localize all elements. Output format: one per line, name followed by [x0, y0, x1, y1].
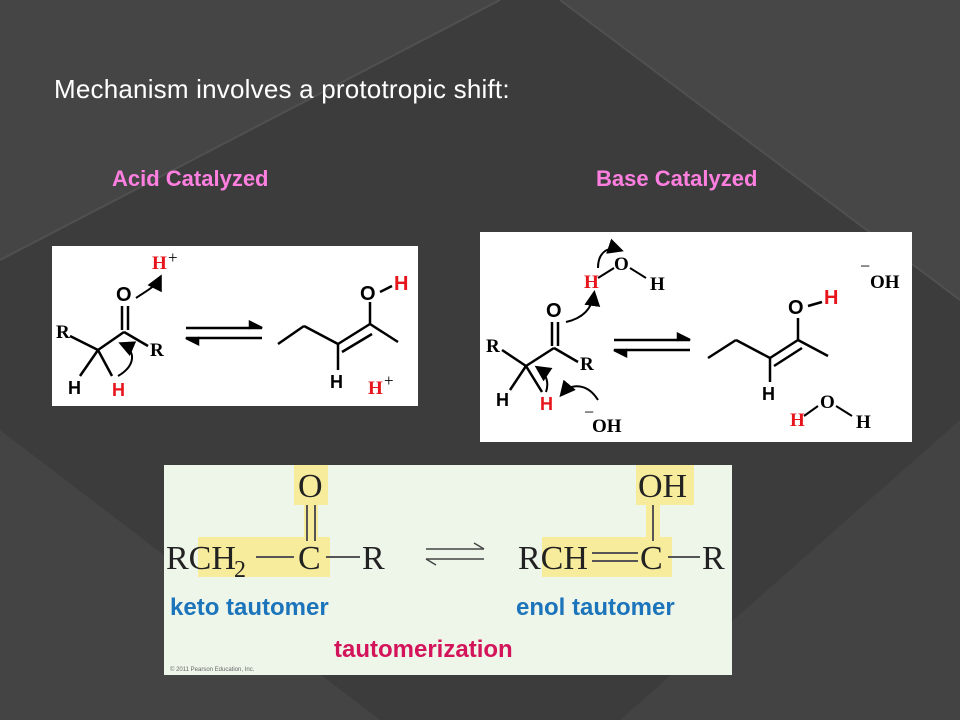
enol-highlight-oh	[636, 465, 694, 505]
base-hydroxide-2-minus: −	[860, 256, 870, 276]
base-enol-oh-bond	[807, 300, 823, 308]
enol-oh: OH	[638, 468, 687, 505]
base-water-2-h-red: H	[790, 410, 805, 431]
base-mechanism-panel: H O H O R R H H − OH	[480, 232, 912, 442]
base-water-2-bond-1	[803, 405, 819, 417]
keto-subscript: 2	[234, 557, 246, 583]
base-water-bond-1	[597, 267, 615, 279]
base-hydroxide: OH	[592, 416, 622, 437]
acid-alpha-h: H	[68, 378, 81, 398]
acid-mechanism-panel: O H + R R H H O H H H +	[52, 246, 418, 406]
base-water-2-bond-2	[835, 405, 853, 417]
acid-plus-2: +	[384, 371, 394, 390]
keto-skeleton	[69, 306, 149, 377]
base-arrow-hydroxide-attack	[559, 379, 599, 401]
keto-c: C	[298, 540, 321, 577]
base-water-2-o: O	[820, 392, 835, 413]
copyright-text: © 2011 Pearson Education, Inc.	[170, 666, 255, 673]
acid-plus: +	[168, 248, 178, 267]
keto-rch: RCH	[166, 540, 236, 577]
base-enol-h: H	[824, 287, 838, 309]
base-catalyzed-label: Base Catalyzed	[596, 166, 758, 191]
base-r2: R	[580, 354, 594, 375]
base-water-2-h: H	[856, 412, 871, 433]
enol-r: R	[702, 540, 725, 577]
acid-enol-o: O	[360, 283, 376, 305]
acid-arrow-protonation	[135, 274, 162, 299]
base-arrow-water-cleave	[597, 238, 624, 269]
keto-o: O	[298, 468, 323, 505]
tautomerization-diagram: O RCH 2 C R OH RCH C R keto tautomer eno…	[166, 465, 725, 673]
slide-title: Mechanism involves a prototropic shift:	[54, 74, 510, 104]
base-carbonyl-o: O	[546, 300, 562, 322]
enol-tautomer-label: enol tautomer	[516, 594, 675, 621]
acid-arrow-deprotonation	[117, 341, 137, 377]
base-alpha-h-red: H	[540, 394, 553, 414]
keto-highlight-o	[294, 465, 328, 505]
acid-enol-oh-bond	[379, 284, 393, 294]
acid-r2: R	[150, 340, 164, 361]
enol-highlight-chain	[542, 537, 672, 577]
base-r1: R	[486, 336, 500, 357]
acid-enol-h: H	[394, 273, 408, 295]
acid-carbonyl-o: O	[116, 284, 132, 306]
acid-equilibrium-arrows	[185, 319, 263, 347]
base-enol-vinyl-h: H	[762, 384, 775, 404]
base-enol-skeleton	[707, 318, 829, 382]
acid-regenerated-hplus: H	[368, 378, 383, 399]
acid-alpha-h-red: H	[112, 380, 125, 400]
base-enol-o: O	[788, 297, 804, 319]
base-water-bond-2	[629, 267, 647, 279]
enol-c: C	[640, 540, 663, 577]
base-mechanism-diagram: H O H O R R H H − OH	[486, 238, 900, 437]
base-water-o: O	[614, 254, 629, 275]
base-keto-skeleton	[501, 322, 579, 393]
acid-enol-skeleton	[277, 302, 399, 370]
enol-rch: RCH	[518, 540, 588, 577]
base-arrow-c-h-cleave	[534, 365, 553, 393]
base-arrow-protonation	[565, 290, 601, 323]
base-water-h: H	[650, 274, 665, 295]
acid-enol-vinyl-h: H	[330, 372, 343, 392]
tautomerization-label: tautomerization	[334, 636, 513, 663]
acid-r1: R	[56, 322, 70, 343]
tautomer-equilibrium-arrows	[425, 542, 485, 566]
tautomerization-panel: O RCH 2 C R OH RCH C R keto tautomer eno…	[164, 465, 732, 675]
acid-catalyzed-label: Acid Catalyzed	[112, 166, 269, 191]
base-water-h-red: H	[584, 272, 599, 293]
base-equilibrium-arrows	[613, 331, 691, 359]
base-alpha-h: H	[496, 390, 509, 410]
acid-mechanism-diagram: O H + R R H H O H H H +	[56, 248, 408, 400]
keto-tautomer-label: keto tautomer	[170, 594, 329, 621]
base-hydroxide-minus: −	[584, 402, 594, 422]
keto-r: R	[362, 540, 385, 577]
acid-hplus: H	[152, 253, 167, 274]
base-hydroxide-2: OH	[870, 272, 900, 293]
